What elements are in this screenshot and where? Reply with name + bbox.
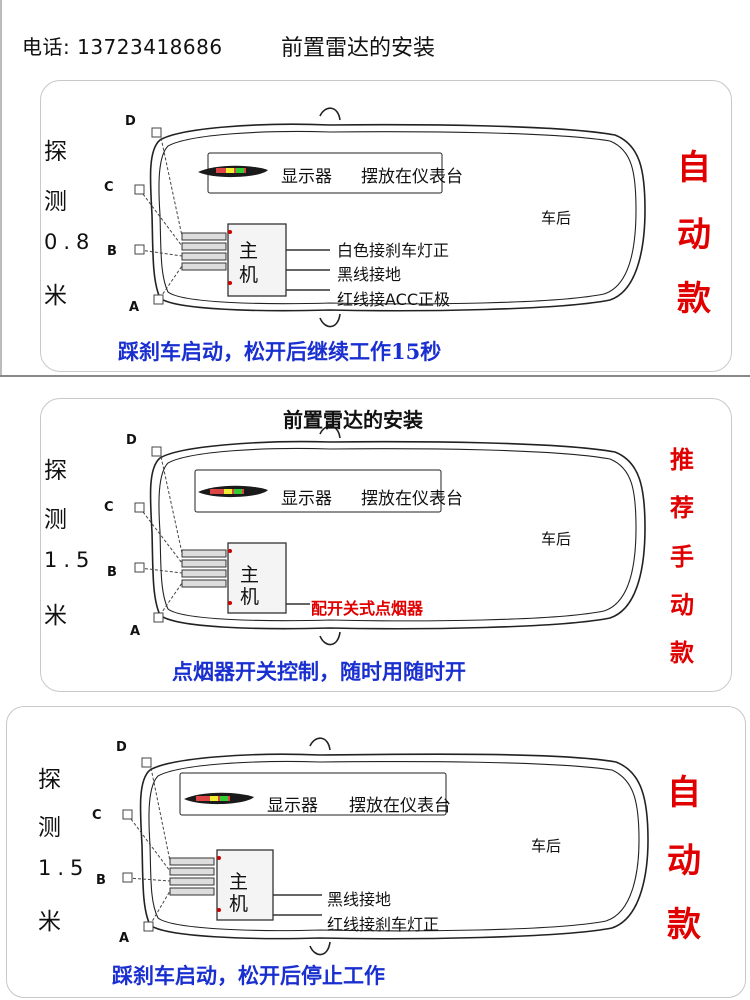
detect-char: 探 <box>44 139 67 165</box>
mode-char: 款 <box>670 638 694 667</box>
display-label: 显示器 <box>267 796 318 816</box>
host-label: 机 <box>229 893 249 915</box>
wire-label: 红线接刹车灯正 <box>327 915 440 934</box>
panel-footer: 踩刹车启动，松开后停止工作 <box>112 963 385 988</box>
detect-range: 0.8 <box>44 230 96 254</box>
detect-char: 测 <box>38 815 61 841</box>
sensor-a-label: A <box>130 624 141 639</box>
mode-char: 款 <box>667 905 701 945</box>
host-label: 主 <box>239 240 259 262</box>
mode-char: 动 <box>667 841 701 881</box>
display-label: 显示器 <box>281 489 332 509</box>
sensor-d-label: D <box>125 114 136 129</box>
sensor-a-label: A <box>119 931 130 946</box>
mode-char: 自 <box>677 148 711 188</box>
wire-label: 白色接刹车灯正 <box>337 241 450 260</box>
detect-char: 米 <box>44 283 67 309</box>
mode-char: 自 <box>667 773 701 813</box>
wire-label: 红线接ACC正极 <box>337 290 451 309</box>
panel-footer: 踩刹车启动，松开后继续工作15秒 <box>118 339 442 364</box>
rear-label: 车后 <box>531 837 562 855</box>
placement-label: 摆放在仪表台 <box>361 167 463 187</box>
wire-label: 黑线接地 <box>327 890 392 909</box>
mode-char: 动 <box>677 215 711 255</box>
mode-char: 推 <box>670 445 694 474</box>
page-title: 前置雷达的安装 <box>281 36 436 61</box>
detect-char: 米 <box>44 603 67 629</box>
detect-range: 1.5 <box>44 548 96 572</box>
sensor-b-label: B <box>96 873 106 888</box>
divider <box>0 375 750 377</box>
sensor-c-label: C <box>104 500 114 515</box>
sensor-c-label: C <box>104 180 114 195</box>
sensor-d-label: D <box>116 740 127 755</box>
left-edge-line <box>0 0 2 375</box>
sensor-b-label: B <box>107 244 117 259</box>
phone-number: 电话: 13723418686 <box>22 35 223 59</box>
host-label: 机 <box>240 586 260 608</box>
mode-char: 动 <box>670 590 694 619</box>
sensor-c-label: C <box>92 808 102 823</box>
rear-label: 车后 <box>541 209 572 227</box>
detect-char: 探 <box>38 767 61 793</box>
sensor-d-label: D <box>126 433 137 448</box>
accessory-note: 配开关式点烟器 <box>311 599 424 618</box>
panel-footer: 点烟器开关控制，随时用随时开 <box>172 659 466 684</box>
rear-label: 车后 <box>541 530 572 548</box>
panel-title: 前置雷达的安装 <box>283 408 423 432</box>
wire-label: 黑线接地 <box>337 265 402 284</box>
mode-char: 荐 <box>670 493 694 522</box>
mode-char: 手 <box>670 542 694 571</box>
host-label: 机 <box>239 264 259 286</box>
detect-range: 1.5 <box>38 856 90 880</box>
display-label: 显示器 <box>281 167 332 187</box>
sensor-a-label: A <box>129 300 140 315</box>
detect-char: 米 <box>38 909 61 935</box>
placement-label: 摆放在仪表台 <box>349 796 451 816</box>
host-label: 主 <box>240 564 260 586</box>
placement-label: 摆放在仪表台 <box>361 489 463 509</box>
detect-char: 探 <box>44 458 67 484</box>
panel-manual-15 <box>40 398 732 692</box>
detect-char: 测 <box>44 189 67 215</box>
detect-char: 测 <box>44 507 67 533</box>
sensor-b-label: B <box>107 565 117 580</box>
mode-char: 款 <box>677 279 711 319</box>
host-label: 主 <box>229 871 249 893</box>
